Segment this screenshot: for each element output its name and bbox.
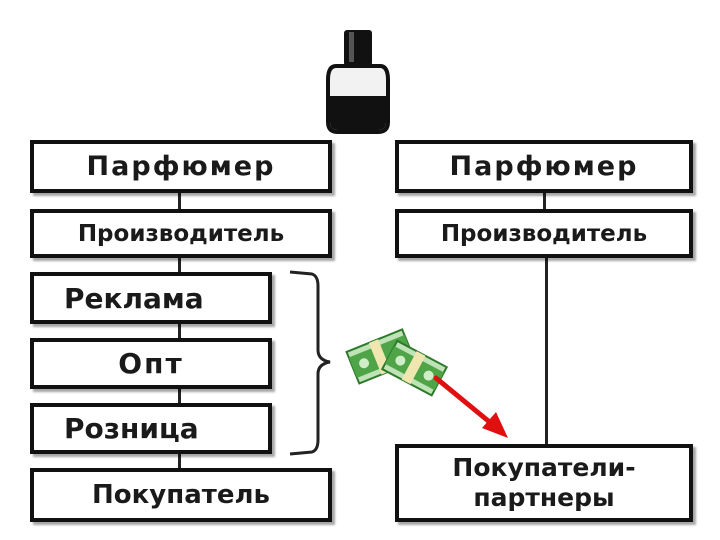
- box-parfumer-left-label: Парфюмер: [86, 151, 276, 182]
- red-arrow-icon: [433, 375, 508, 438]
- box-retail: Розница: [30, 403, 272, 454]
- box-producer-right-label: Производитель: [440, 220, 648, 247]
- box-advertising: Реклама: [30, 272, 272, 324]
- box-retail-label: Розница: [64, 412, 199, 445]
- box-advertising-label: Реклама: [64, 281, 204, 315]
- money-stack-icon: [345, 328, 449, 397]
- connector-right-2: [545, 258, 548, 444]
- connector-left-5: [178, 454, 181, 468]
- partner-buyers-line1: Покупатели-: [452, 453, 636, 482]
- box-producer-left: Производитель: [30, 209, 332, 258]
- box-parfumer-left: Парфюмер: [30, 140, 332, 193]
- connector-left-4: [178, 389, 181, 403]
- box-parfumer-right-label: Парфюмер: [449, 151, 639, 182]
- partner-buyers-text: Покупатели- партнеры: [452, 453, 635, 513]
- box-wholesale-label: Опт: [118, 347, 184, 380]
- box-buyer: Покупатель: [30, 468, 332, 522]
- box-partner-buyers: Покупатели- партнеры: [395, 444, 693, 522]
- box-producer-left-label: Производитель: [77, 220, 285, 247]
- box-wholesale: Опт: [30, 338, 272, 389]
- connector-left-2: [178, 258, 181, 272]
- connector-left-3: [178, 324, 181, 338]
- box-parfumer-right: Парфюмер: [395, 140, 693, 193]
- curly-brace-icon: [289, 270, 331, 456]
- box-buyer-label: Покупатель: [92, 480, 270, 510]
- connector-right-1: [543, 193, 546, 209]
- connector-left-1: [178, 193, 181, 209]
- box-producer-right: Производитель: [395, 209, 693, 258]
- partner-buyers-line2: партнеры: [473, 483, 615, 512]
